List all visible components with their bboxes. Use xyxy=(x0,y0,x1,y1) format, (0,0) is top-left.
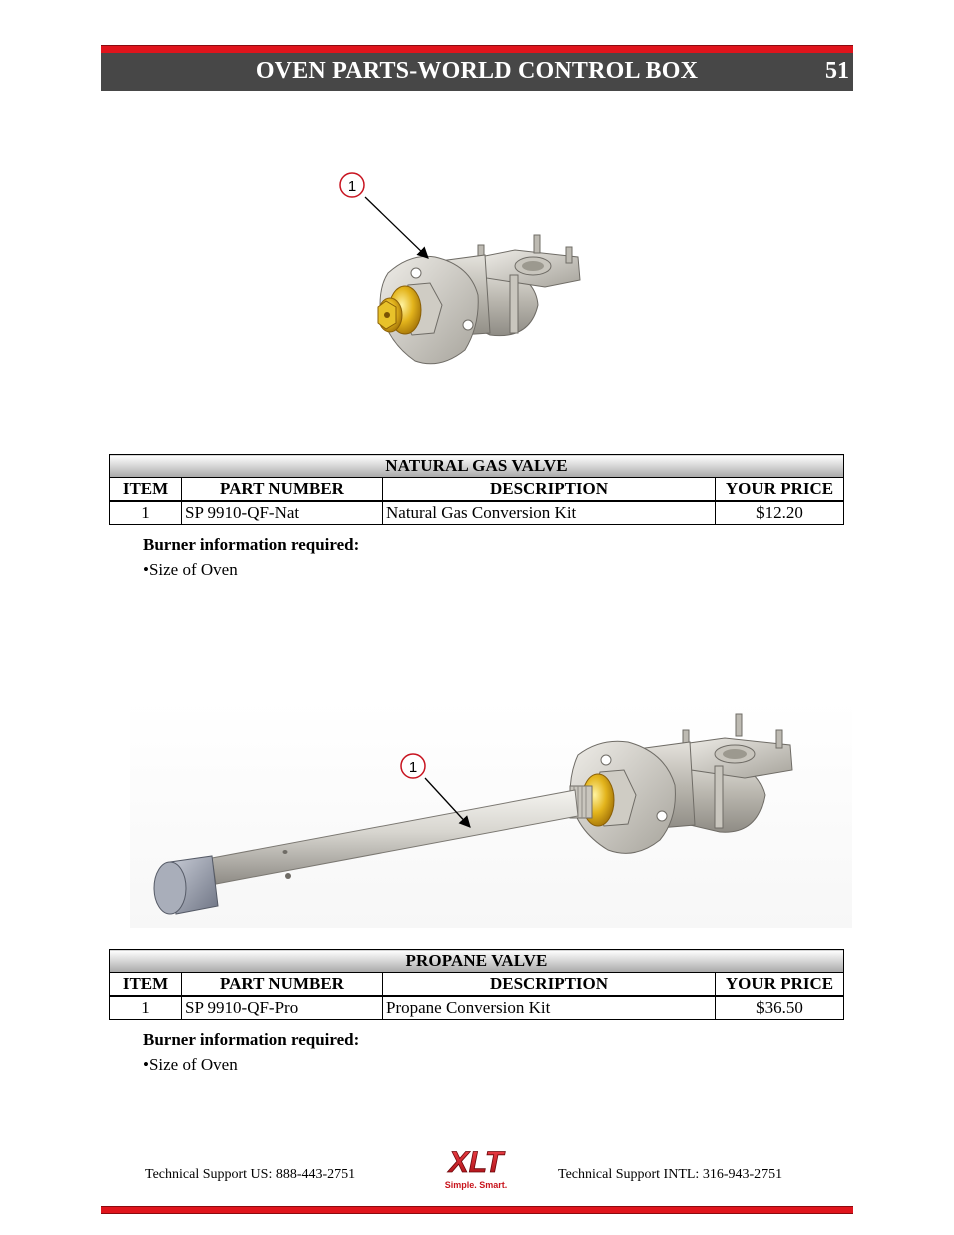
cell-item: 1 xyxy=(109,500,182,525)
tech-support-intl: Technical Support INTL: 316-943-2751 xyxy=(558,1167,783,1182)
column-header-part-number: PART NUMBER xyxy=(181,477,383,502)
page-title: OVEN PARTS-WORLD CONTROL BOX xyxy=(255,58,699,84)
cell-price: $36.50 xyxy=(715,995,844,1020)
callout-arrow xyxy=(424,777,471,828)
xlt-logo: XLT Simple. Smart. xyxy=(428,1142,528,1192)
cell-part-number: SP 9910-QF-Nat xyxy=(181,500,383,525)
table-title: PROPANE VALVE xyxy=(109,949,844,973)
column-header-item: ITEM xyxy=(109,477,182,502)
column-header-description: DESCRIPTION xyxy=(382,972,716,997)
cell-price: $12.20 xyxy=(715,500,844,525)
note-item: •Size of Oven xyxy=(143,1055,238,1074)
callout-1: 1 xyxy=(339,172,429,259)
logo-tagline: Simple. Smart. xyxy=(445,1180,508,1190)
valve-body xyxy=(377,234,581,365)
valve-assembly xyxy=(153,713,793,915)
page-header: OVEN PARTS-WORLD CONTROL BOX 51 xyxy=(101,53,853,91)
logo-brand: XLT xyxy=(447,1146,506,1179)
cell-description: Natural Gas Conversion Kit xyxy=(382,500,716,525)
cell-part-number: SP 9910-QF-Pro xyxy=(181,995,383,1020)
natural-gas-valve-table: NATURAL GAS VALVE ITEM PART NUMBER DESCR… xyxy=(109,454,844,525)
natural-gas-valve-figure: 1 xyxy=(330,165,590,405)
column-header-price: YOUR PRICE xyxy=(715,972,844,997)
page-number: 51 xyxy=(825,58,849,84)
note-item: •Size of Oven xyxy=(143,560,238,579)
column-header-item: ITEM xyxy=(109,972,182,997)
burner-info-note: Burner information required: •Size of Ov… xyxy=(143,1027,359,1077)
tech-support-us: Technical Support US: 888-443-2751 xyxy=(145,1167,356,1182)
callout-number: 1 xyxy=(409,759,417,776)
note-label: Burner information required: xyxy=(143,1030,360,1049)
propane-valve-table: PROPANE VALVE ITEM PART NUMBER DESCRIPTI… xyxy=(109,949,844,1020)
column-header-price: YOUR PRICE xyxy=(715,477,844,502)
table-title: NATURAL GAS VALVE xyxy=(109,454,844,478)
table-row: 1 SP 9910-QF-Nat Natural Gas Conversion … xyxy=(109,500,844,525)
cell-description: Propane Conversion Kit xyxy=(382,995,716,1020)
callout-1: 1 xyxy=(400,753,471,828)
header-red-line xyxy=(101,45,853,53)
burner-info-note: Burner information required: •Size of Ov… xyxy=(143,532,359,582)
callout-number: 1 xyxy=(348,178,356,195)
callout-arrow xyxy=(364,196,429,259)
propane-valve-figure: 1 xyxy=(130,700,852,928)
table-row: 1 SP 9910-QF-Pro Propane Conversion Kit … xyxy=(109,995,844,1020)
cell-item: 1 xyxy=(109,995,182,1020)
footer-red-line xyxy=(101,1206,853,1214)
column-header-part-number: PART NUMBER xyxy=(181,972,383,997)
note-label: Burner information required: xyxy=(143,535,360,554)
column-header-description: DESCRIPTION xyxy=(382,477,716,502)
